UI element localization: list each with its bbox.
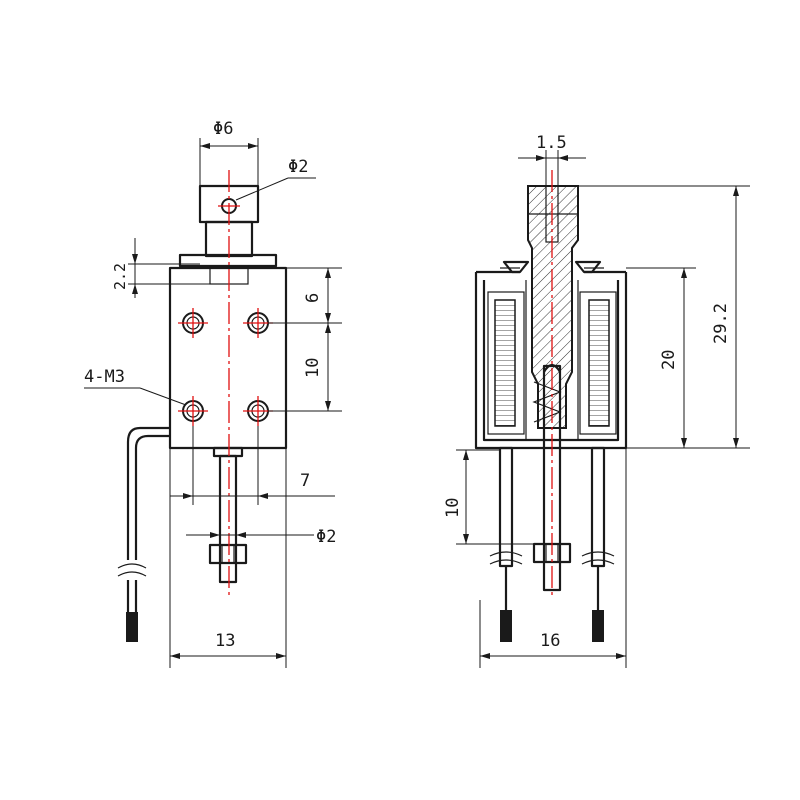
dim-16-label: 16: [540, 631, 560, 651]
dim-7-label: 7: [300, 471, 310, 491]
mounting-holes: [178, 308, 273, 426]
dim-phi2-top-label: Φ2: [288, 157, 308, 177]
dim-20: 20: [626, 267, 696, 448]
dim-phi6: Φ6: [199, 119, 259, 186]
plunger-section: [527, 185, 579, 429]
dim-phi6-label: Φ6: [213, 119, 233, 139]
dim-2-2: 2.2: [111, 238, 210, 298]
dim-7: 7: [170, 426, 335, 505]
solenoid-body: [168, 266, 288, 450]
lower-rod: [218, 454, 238, 584]
hex-nut: [208, 543, 248, 565]
dim-phi2-bottom-label: Φ2: [316, 527, 336, 547]
side-view: 1.5 29.2 20 10: [443, 133, 750, 668]
dim-4m3: 4-M3: [84, 367, 187, 406]
side-wire-terminal-left: [500, 610, 512, 642]
dim-1-5: 1.5: [518, 133, 586, 186]
dim-1-5-label: 1.5: [536, 133, 567, 153]
dim-10-right-label: 10: [303, 358, 323, 378]
lead-right: [590, 446, 606, 568]
dim-right-stack: 6 10: [268, 267, 342, 412]
dim-13: 13: [169, 448, 287, 668]
return-spring: [532, 381, 562, 423]
front-view: Φ6 Φ2 2.2 6 10: [84, 119, 342, 668]
outer-frame: [474, 272, 628, 450]
dim-16: 16: [479, 448, 627, 668]
dim-phi2-bottom: Φ2: [186, 527, 336, 547]
coil-right: [579, 291, 617, 435]
lead-wire: [126, 426, 170, 560]
coil-left: [487, 291, 525, 435]
lead-left: [498, 446, 514, 568]
dim-10-side: 10: [443, 449, 534, 545]
dim-29-2: 29.2: [578, 185, 750, 449]
dim-4m3-label: 4-M3: [84, 367, 125, 387]
side-wire-terminal-right: [592, 610, 604, 642]
dim-13-label: 13: [215, 631, 235, 651]
dim-6-label: 6: [303, 293, 323, 303]
dim-29-2-label: 29.2: [711, 303, 731, 344]
dim-2-2-label: 2.2: [111, 263, 129, 290]
wire-terminal: [126, 612, 138, 642]
lower-collar: [212, 446, 244, 458]
dim-phi2-top: Φ2: [235, 157, 316, 201]
dim-10-side-label: 10: [443, 498, 463, 518]
dim-20-label: 20: [659, 350, 679, 370]
